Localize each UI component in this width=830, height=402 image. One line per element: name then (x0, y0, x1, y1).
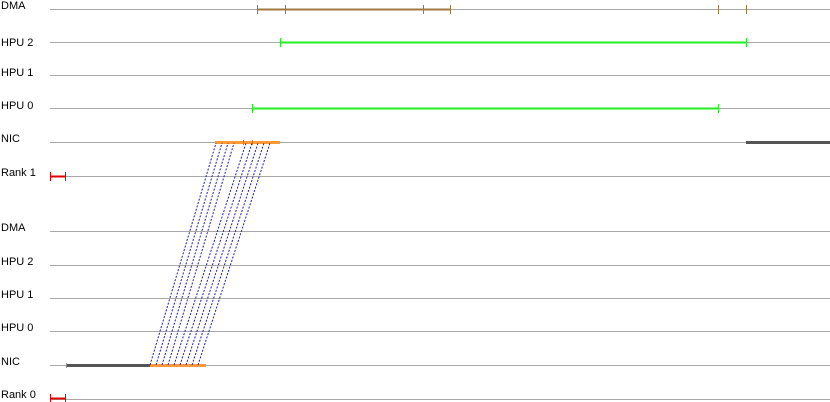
message-line (149, 142, 217, 366)
message-line (173, 142, 247, 366)
message-line (185, 142, 259, 366)
lane-label-r1-hpu0: HPU 0 (1, 100, 33, 112)
lane-label-r0-hpu0: HPU 0 (1, 322, 33, 334)
rank-label-0: Rank 0 (1, 389, 36, 401)
r1-nic-activity (215, 140, 830, 145)
lane-label-r0-hpu2: HPU 2 (1, 256, 33, 268)
r1-dma-activity (257, 5, 747, 14)
message-line (179, 142, 253, 366)
message-line (155, 142, 223, 366)
message-line (191, 142, 265, 366)
r1-hpu2-activity (280, 38, 747, 47)
rank-1-marker (50, 172, 66, 181)
lane-lines (50, 9, 830, 400)
r1-hpu0-activity (252, 104, 719, 113)
lane-label-r1-dma: DMA (1, 0, 26, 12)
message-line (167, 142, 235, 366)
r0-nic-activity (66, 363, 206, 368)
lane-label-r0-dma: DMA (1, 222, 26, 234)
lane-label-r1-nic: NIC (1, 133, 20, 145)
message-lines (149, 142, 271, 366)
message-line (161, 142, 229, 366)
rank-label-1: Rank 1 (1, 167, 36, 179)
rank-0-marker (50, 394, 66, 402)
lane-label-r1-hpu2: HPU 2 (1, 37, 33, 49)
lane-label-r0-hpu1: HPU 1 (1, 289, 33, 301)
lane-label-r0-nic: NIC (1, 356, 20, 368)
lane-labels: DMA HPU 2 HPU 1 HPU 0 NIC Rank 1 DMA HPU… (1, 0, 36, 401)
lane-label-r1-hpu1: HPU 1 (1, 67, 33, 79)
message-line (197, 142, 271, 366)
